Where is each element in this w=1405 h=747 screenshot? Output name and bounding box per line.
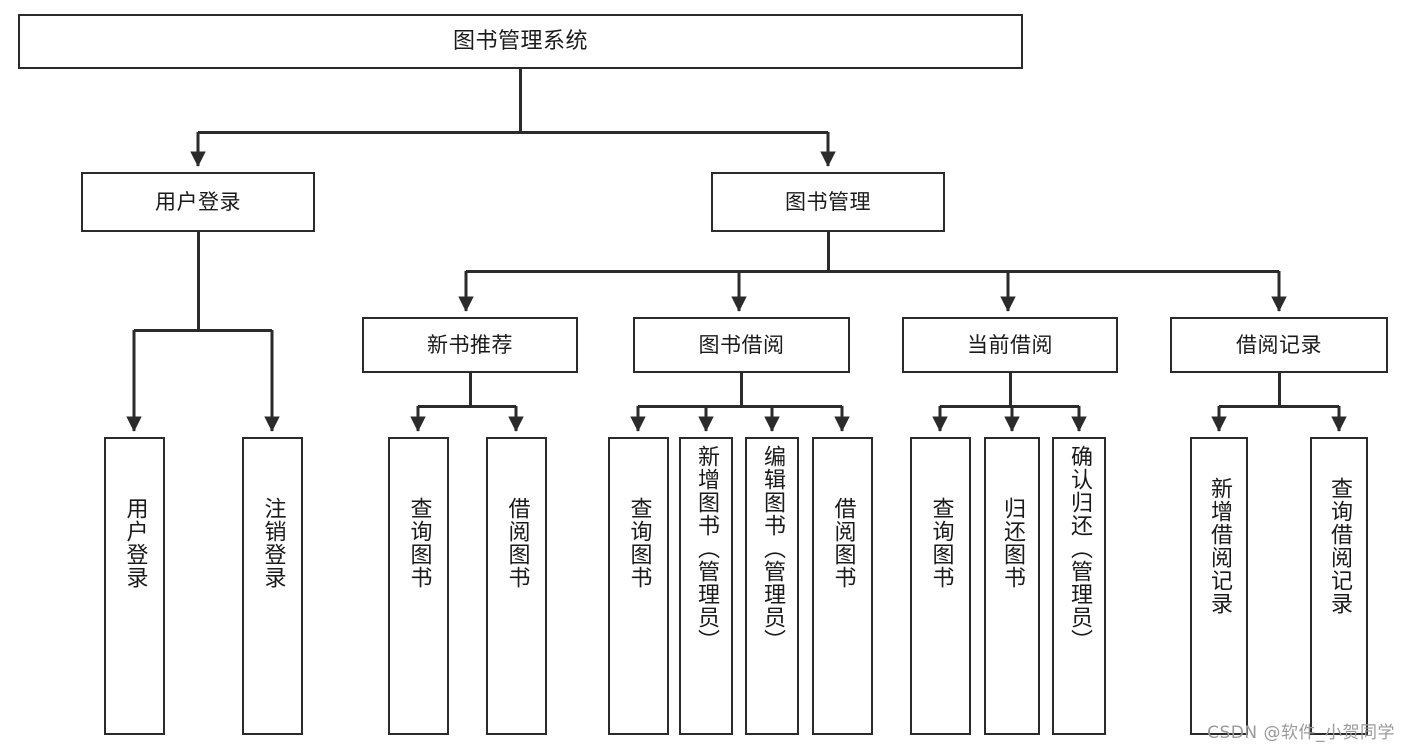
- node-borrow_record-label: 借阅记录: [1236, 332, 1322, 357]
- node-leaf_query_book_3[interactable]: 查询图书: [910, 437, 971, 735]
- node-book_manage-label: 图书管理: [785, 189, 871, 214]
- node-leaf_confirm_return-label: 确认归还（管理员）: [1066, 445, 1092, 652]
- watermark: CSDN @软件_小贺同学: [1207, 723, 1395, 743]
- node-leaf_edit_book[interactable]: 编辑图书（管理员）: [745, 437, 799, 735]
- node-root[interactable]: 图书管理系统: [18, 14, 1023, 69]
- node-leaf_add_book[interactable]: 新增图书（管理员）: [679, 437, 733, 735]
- node-borrow_record[interactable]: 借阅记录: [1170, 317, 1388, 373]
- node-leaf_edit_book-label: 编辑图书（管理员）: [759, 445, 785, 652]
- node-leaf_add_record-label: 新增借阅记录: [1206, 477, 1232, 615]
- node-leaf_return_book[interactable]: 归还图书: [984, 437, 1040, 735]
- node-user_login[interactable]: 用户登录: [81, 172, 315, 232]
- node-book_borrow[interactable]: 图书借阅: [633, 317, 850, 373]
- node-leaf_query_book_2-label: 查询图书: [626, 497, 652, 589]
- node-leaf_query_record[interactable]: 查询借阅记录: [1310, 437, 1368, 735]
- node-leaf_borrow_book_2-label: 借阅图书: [830, 497, 856, 589]
- node-leaf_user_logout-label: 注销登录: [260, 497, 286, 589]
- node-leaf_user_login[interactable]: 用户登录: [104, 437, 165, 735]
- node-leaf_query_record-label: 查询借阅记录: [1326, 477, 1352, 615]
- node-new_book-label: 新书推荐: [427, 332, 513, 357]
- node-root-label: 图书管理系统: [452, 28, 588, 54]
- node-leaf_borrow_book_1[interactable]: 借阅图书: [486, 437, 547, 735]
- node-leaf_borrow_book_1-label: 借阅图书: [504, 497, 530, 589]
- node-leaf_query_book_2[interactable]: 查询图书: [608, 437, 669, 735]
- node-leaf_add_book-label: 新增图书（管理员）: [693, 445, 719, 652]
- node-book_manage[interactable]: 图书管理: [711, 172, 945, 232]
- node-leaf_borrow_book_2[interactable]: 借阅图书: [812, 437, 873, 735]
- node-book_borrow-label: 图书借阅: [698, 332, 785, 357]
- node-leaf_query_book_1[interactable]: 查询图书: [388, 437, 449, 735]
- node-current_borrow-label: 当前借阅: [967, 332, 1053, 357]
- node-leaf_return_book-label: 归还图书: [999, 497, 1025, 589]
- node-leaf_query_book_1-label: 查询图书: [406, 497, 432, 589]
- node-leaf_query_book_3-label: 查询图书: [928, 497, 954, 589]
- node-leaf_user_logout[interactable]: 注销登录: [242, 437, 303, 735]
- node-user_login-label: 用户登录: [155, 189, 241, 214]
- node-leaf_confirm_return[interactable]: 确认归还（管理员）: [1052, 437, 1106, 735]
- node-leaf_add_record[interactable]: 新增借阅记录: [1190, 437, 1248, 735]
- node-current_borrow[interactable]: 当前借阅: [902, 317, 1118, 373]
- node-leaf_user_login-label: 用户登录: [122, 497, 148, 589]
- node-new_book[interactable]: 新书推荐: [362, 317, 578, 373]
